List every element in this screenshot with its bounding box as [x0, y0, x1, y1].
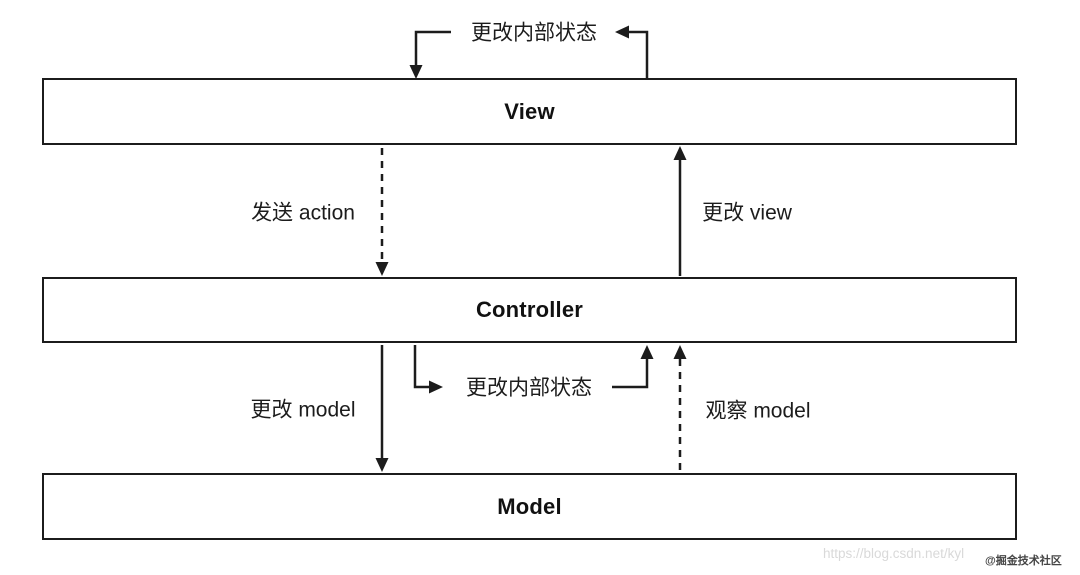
- view-loop-in-arrow: [409, 30, 451, 79]
- controller-loop-in-arrow: [413, 345, 443, 394]
- view-loop-out-arrow: [615, 25, 649, 78]
- label-update-model: 更改 model: [250, 397, 356, 423]
- controller-box-label: Controller: [475, 297, 584, 322]
- view-box-label: View: [504, 98, 555, 124]
- label-update-view: 更改 view: [702, 200, 792, 226]
- model-box-label: Model: [497, 493, 562, 519]
- label-observe-model: 观察 model: [705, 398, 811, 424]
- label-controller-internal-state: 更改内部状态: [466, 375, 592, 401]
- controller-box: Controller: [42, 277, 1017, 343]
- controller-loop-out-arrow: [612, 345, 654, 389]
- label-send-action: 发送 action: [251, 200, 355, 226]
- watermark-url: https://blog.csdn.net/kyl: [823, 546, 965, 561]
- label-view-internal-state: 更改内部状态: [471, 20, 597, 46]
- watermark-badge: @掘金技术社区: [985, 555, 1062, 567]
- view-box: View: [42, 78, 1017, 145]
- model-box: Model: [42, 473, 1017, 540]
